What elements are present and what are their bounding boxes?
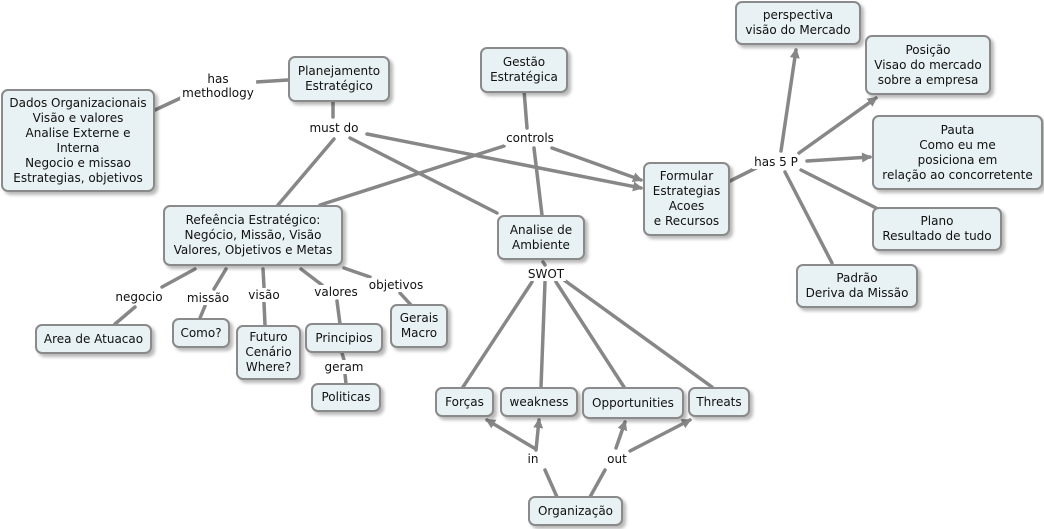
link-line [728, 165, 760, 183]
node-gerais-macro[interactable]: Gerais Macro [390, 304, 448, 348]
link-line [543, 468, 559, 499]
link-line [588, 468, 607, 499]
link-label-negocio: negocio [113, 290, 165, 304]
link-line [541, 260, 547, 267]
link-line [398, 291, 413, 307]
link-label-swot: SWOT [525, 267, 567, 281]
node-organizacao[interactable]: Organização [528, 496, 623, 526]
node-gestao-estrategica[interactable]: Gestão Estratégica [480, 47, 568, 93]
link-line [522, 88, 529, 130]
node-forcas[interactable]: Forças [435, 387, 494, 417]
node-plano[interactable]: Plano Resultado de tudo [872, 207, 1002, 251]
node-opportunities[interactable]: Opportunities [582, 387, 684, 419]
link-line [779, 48, 800, 153]
link-line [254, 78, 290, 84]
node-weakness[interactable]: weakness [500, 387, 578, 417]
link-line [539, 280, 547, 389]
link-line [113, 305, 137, 326]
node-posicao[interactable]: Posição Visao do mercado sobre a empresa [865, 35, 991, 95]
link-line [533, 418, 544, 452]
link-line [532, 146, 544, 217]
link-line [554, 280, 626, 389]
link-label-valores: valores [312, 285, 360, 299]
link-line [160, 267, 197, 289]
node-dados-organizacionais[interactable]: Dados Organizacionais Visão e valores An… [1, 89, 155, 192]
node-futuro-cenario[interactable]: Futuro Cenário Where? [236, 325, 301, 380]
link-line [153, 94, 187, 112]
link-line [614, 420, 628, 450]
link-line [198, 304, 207, 320]
node-principios[interactable]: Principios [305, 323, 383, 353]
link-label-geram: geram [322, 360, 366, 374]
link-line [550, 146, 643, 182]
link-line [365, 132, 643, 192]
link-line [799, 168, 888, 215]
node-formular-estrategias[interactable]: Formular Estrategias Acoes e Recursos [643, 162, 730, 236]
link-line [783, 170, 834, 265]
link-line [348, 136, 499, 215]
link-line [343, 372, 348, 386]
link-line [299, 267, 324, 287]
link-label-has-5p: has 5 P [752, 155, 800, 169]
link-label-in: in [525, 452, 541, 466]
node-padrao[interactable]: Padrão Deriva da Missão [796, 264, 918, 308]
node-area-atuacao[interactable]: Area de Atuacao [35, 324, 152, 354]
link-label-objetivos: objetivos [366, 278, 426, 292]
link-line [797, 96, 878, 155]
link-line [805, 152, 872, 163]
link-label-must-do: must do [307, 121, 361, 135]
link-label-controls: controls [504, 131, 556, 145]
link-line [485, 418, 536, 450]
link-line [212, 267, 228, 291]
node-threats[interactable]: Threats [688, 387, 750, 417]
node-analise-ambiente[interactable]: Analise de Ambiente [497, 215, 585, 260]
link-line [318, 144, 506, 207]
node-planejamento-estrategico[interactable]: Planejamento Estratégico [288, 56, 390, 102]
link-label-missao: missão [184, 291, 232, 305]
link-line [335, 299, 342, 326]
link-line [461, 280, 534, 389]
node-pauta[interactable]: Pauta Como eu me posiciona em relação ao… [872, 115, 1043, 190]
link-label-has-methodlogy: has methodlogy [180, 72, 256, 100]
link-label-out: out [605, 452, 629, 466]
link-line [276, 137, 336, 207]
link-line [340, 351, 346, 362]
node-politicas[interactable]: Politicas [311, 383, 381, 412]
link-line [342, 266, 372, 279]
link-label-visao: visão [246, 288, 282, 302]
link-line [261, 267, 266, 289]
node-perspectiva[interactable]: perspectiva visão do Mercado [735, 1, 861, 45]
node-como[interactable]: Como? [172, 318, 230, 348]
link-line [262, 301, 267, 327]
link-line [562, 278, 714, 389]
node-referencia-estrategico[interactable]: Refeência Estratégico: Negócio, Missão, … [163, 205, 343, 266]
link-line [628, 418, 692, 453]
